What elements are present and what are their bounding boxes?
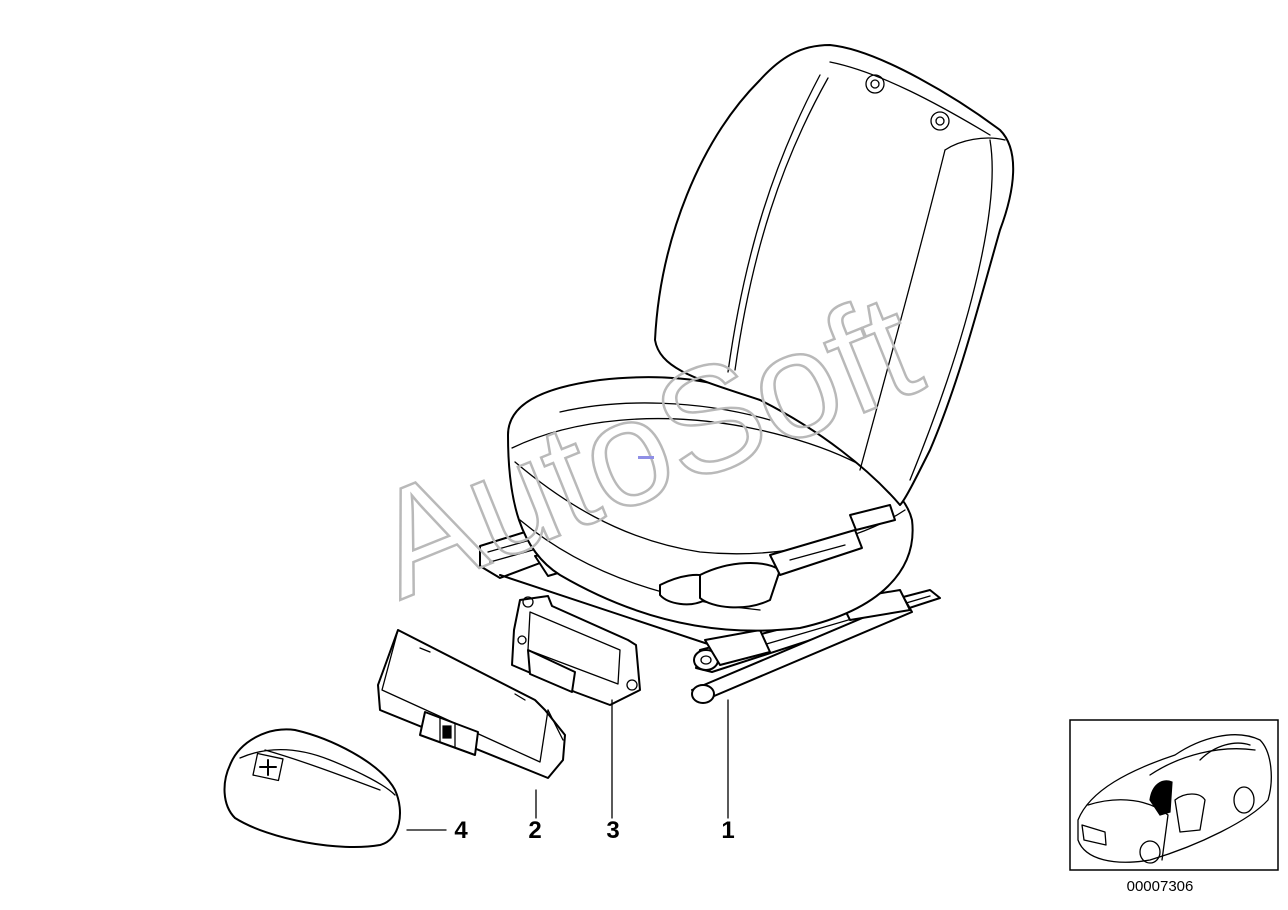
- seat-assembly[interactable]: [479, 44, 1015, 704]
- seat-cushion: [507, 376, 914, 632]
- leader-lines: [406, 699, 729, 831]
- part-number-4[interactable]: 4: [454, 817, 468, 844]
- part-number-1[interactable]: 1: [721, 817, 734, 844]
- part-number-3[interactable]: 3: [606, 817, 619, 844]
- part-number-2[interactable]: 2: [528, 817, 541, 844]
- bracket-part[interactable]: [511, 595, 641, 706]
- location-thumbnail[interactable]: [1069, 719, 1279, 871]
- diagram-code: 00007306: [1127, 878, 1194, 895]
- switch-cover-part[interactable]: [377, 629, 566, 779]
- marker: [638, 456, 654, 459]
- first-aid-kit-part[interactable]: [223, 728, 401, 848]
- seat-backrest: [654, 44, 1015, 506]
